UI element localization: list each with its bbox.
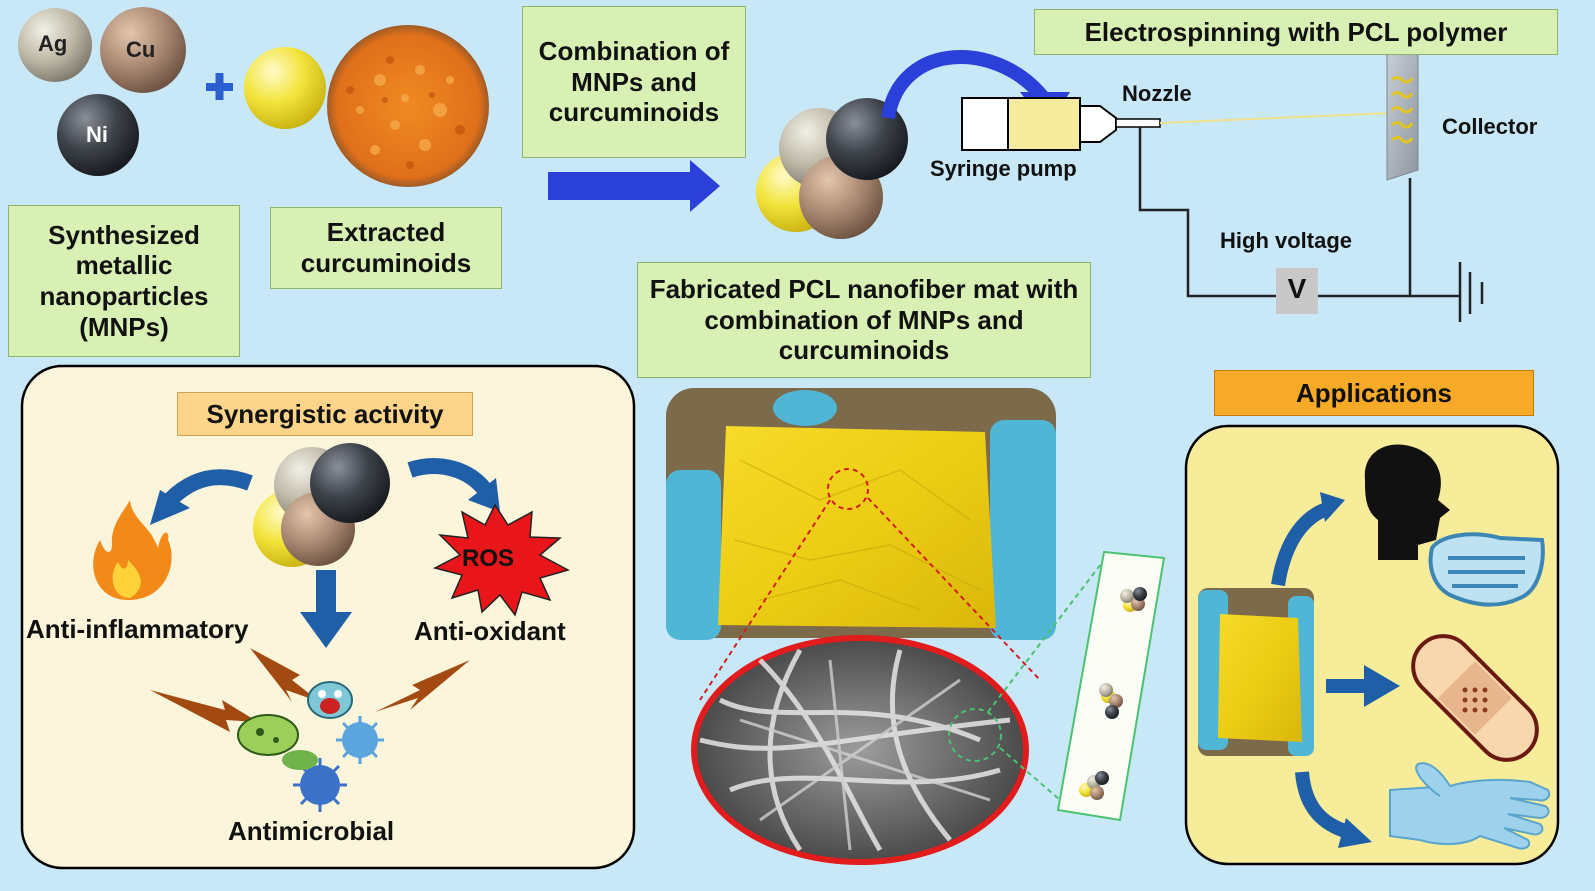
applications-mat-photo bbox=[1198, 588, 1314, 756]
ros-label: ROS bbox=[462, 545, 515, 572]
synthesized-mnps-box: Synthesized metallic nanoparticles (MNPs… bbox=[8, 205, 240, 357]
combination-box: Combination of MNPs and curcuminoids bbox=[522, 6, 746, 158]
fiber-embedded-particles bbox=[1079, 587, 1147, 800]
nozzle-label: Nozzle bbox=[1122, 81, 1192, 106]
curcumin-sphere bbox=[244, 47, 326, 129]
applications-label: Applications bbox=[1295, 377, 1452, 408]
synergistic-activity-box: Synergistic activity bbox=[177, 392, 473, 436]
ag-particle bbox=[18, 8, 92, 82]
plus-icon bbox=[206, 73, 233, 100]
bandage-icon bbox=[1411, 634, 1539, 762]
zoom-lines bbox=[699, 468, 1041, 701]
extracted-curcuminoids-label: Extracted curcuminoids bbox=[300, 217, 472, 278]
syringe-pump bbox=[961, 97, 1161, 151]
nanofiber-mat-photo bbox=[666, 388, 1056, 640]
anti-inflammatory-label: Anti-inflammatory bbox=[26, 614, 249, 644]
curcuminoid-powder-photo bbox=[327, 25, 489, 187]
cu-label: Cu bbox=[126, 37, 156, 62]
combination-arrow bbox=[548, 160, 720, 212]
synergistic-activity-label: Synergistic activity bbox=[206, 398, 444, 429]
microbes-icon bbox=[237, 681, 384, 812]
ni-particle bbox=[57, 94, 139, 176]
collector-plate bbox=[1386, 44, 1419, 181]
lightning-icon bbox=[150, 648, 470, 732]
anti-oxidant-label: Anti-oxidant bbox=[414, 616, 566, 646]
sem-image bbox=[691, 635, 1029, 865]
applications-box: Applications bbox=[1214, 370, 1534, 416]
synergy-arrows bbox=[150, 458, 500, 648]
fiber-jet bbox=[1159, 112, 1391, 124]
glove-icon bbox=[1389, 762, 1551, 850]
face-mask-icon bbox=[1364, 444, 1545, 607]
voltage-symbol: V bbox=[1287, 273, 1307, 304]
collector-label: Collector bbox=[1442, 114, 1538, 139]
high-voltage-label: High voltage bbox=[1220, 228, 1353, 253]
flame-icon bbox=[93, 500, 172, 600]
syringe-pump-label: Syringe pump bbox=[930, 156, 1077, 181]
synergy-particles-cluster bbox=[253, 443, 390, 567]
voltage-source bbox=[1276, 268, 1318, 314]
ag-label: Ag bbox=[38, 31, 68, 56]
ni-label: Ni bbox=[86, 122, 108, 147]
synthesized-mnps-label: Synthesized metallic nanoparticles (MNPs… bbox=[39, 219, 209, 342]
antimicrobial-label: Antimicrobial bbox=[228, 816, 395, 846]
ros-burst-icon bbox=[432, 503, 570, 617]
fabricated-mat-label: Fabricated PCL nanofiber mat with combin… bbox=[649, 273, 1079, 366]
applications-arrows bbox=[1271, 492, 1400, 848]
extracted-curcuminoids-box: Extracted curcuminoids bbox=[270, 207, 502, 289]
cu-particle bbox=[100, 7, 186, 93]
fabricated-mat-box: Fabricated PCL nanofiber mat with combin… bbox=[637, 262, 1091, 378]
high-voltage-circuit bbox=[1138, 127, 1484, 322]
combination-label: Combination of MNPs and curcuminoids bbox=[538, 35, 730, 128]
electrospinning-label: Electrospinning with PCL polymer bbox=[1084, 16, 1508, 47]
electrospinning-box: Electrospinning with PCL polymer bbox=[1034, 9, 1558, 55]
combined-particles-cluster bbox=[756, 98, 908, 239]
